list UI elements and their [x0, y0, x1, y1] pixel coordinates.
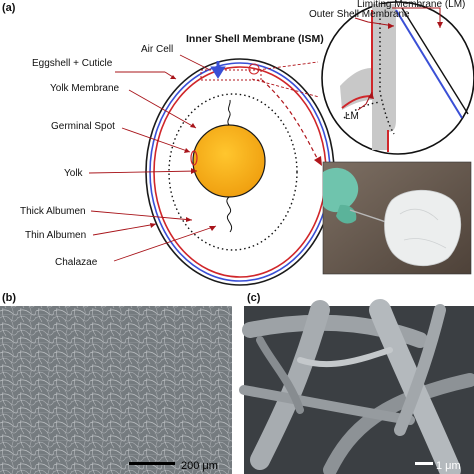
label-lm: LM [345, 111, 359, 122]
label-limiting-membrane: Limiting Membrane (LM) [357, 0, 465, 10]
label-yolk: Yolk [64, 168, 84, 179]
thick-albumen-boundary [168, 93, 298, 251]
photo-connector-arrow [261, 79, 319, 161]
germinal-spot-mark [190, 150, 198, 166]
label-thick-albumen: Thick Albumen [20, 206, 86, 217]
ism-dotted-inset-curve [343, 101, 381, 119]
label-thin-albumen: Thin Albumen [25, 230, 86, 241]
panel-a: (a) [2, 0, 474, 286]
sem-fibers [239, 299, 474, 474]
zoom-connector-upper [257, 61, 319, 71]
scale-bar-b [129, 462, 175, 465]
label-germinal-spot: Germinal Spot [51, 121, 115, 132]
outer-membrane-inset-line [395, 9, 463, 119]
inset-pointer-heads [368, 22, 443, 99]
membrane-zoom-marker [248, 63, 260, 75]
zoom-connector-lower [251, 78, 320, 98]
label-yolk-membrane: Yolk Membrane [50, 83, 120, 94]
yolk-circle [192, 124, 266, 198]
membrane-photo [322, 161, 472, 275]
label-chalazae: Chalazae [55, 257, 98, 268]
membrane-band-curve [340, 68, 372, 110]
leader-arrowheads [150, 75, 216, 231]
shell-edge-inset-line [401, 7, 469, 115]
ism-dotted-inset-line [379, 14, 395, 135]
label-outer-shell-membrane: Outer Shell Membrane [309, 9, 410, 20]
glove-shape [323, 167, 359, 213]
membrane-film [384, 189, 462, 267]
panel-b-label: (b) [2, 292, 16, 304]
panel-c-label: (c) [247, 292, 261, 304]
chalaza-bottom [226, 196, 233, 233]
panel-c: (c) 1 μm [239, 292, 474, 474]
air-cell-box [200, 69, 262, 81]
scale-bar-b-label: 200 μm [181, 460, 218, 472]
label-eggshell-cuticle: Eggshell + Cuticle [32, 58, 113, 69]
membrane-band [372, 4, 396, 150]
panel-b: (b) 200 μm [0, 292, 232, 474]
scale-bar-c-label: 1 μm [436, 460, 461, 472]
panel-a-label: (a) [2, 2, 16, 14]
membrane-zoom-inset [321, 1, 474, 155]
photo-connector-arrowhead [314, 156, 322, 166]
label-air-cell: Air Cell [141, 44, 173, 55]
air-cell-arrow [210, 61, 226, 79]
chalaza-top [227, 99, 231, 126]
sem-image-low-mag [0, 306, 232, 474]
label-inner-shell-membrane: Inner Shell Membrane (ISM) [186, 33, 324, 45]
glove-finger [336, 204, 357, 224]
scale-bar-c [415, 462, 433, 465]
